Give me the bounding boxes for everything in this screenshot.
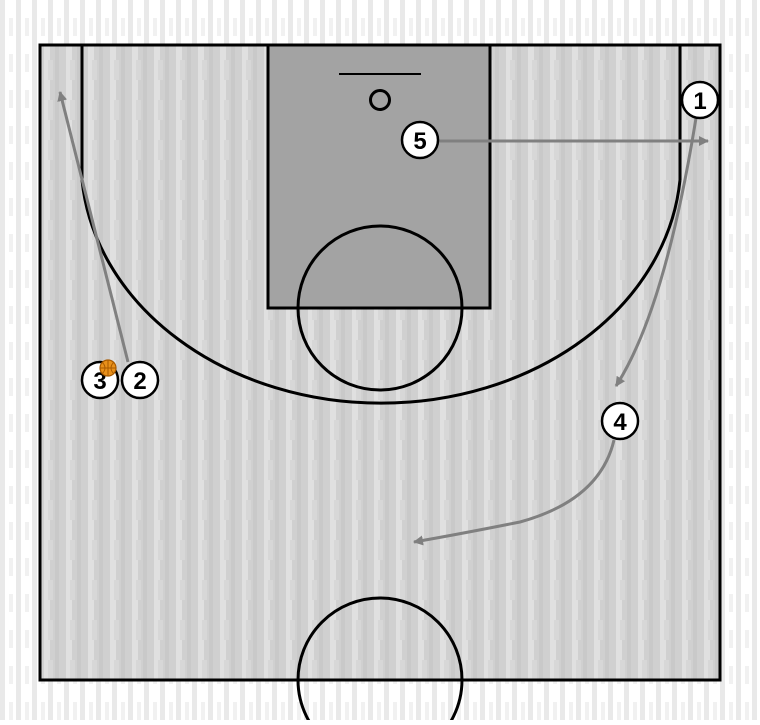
- cut-arrow-player-1: [614, 117, 698, 387]
- center-circle-bottom-right: [446, 679, 464, 725]
- cut-arrow-player-4: [413, 439, 616, 546]
- basketball-icon[interactable]: [99, 359, 117, 377]
- cut-arrow-player-2: [57, 91, 130, 363]
- player-1-marker[interactable]: 1: [680, 80, 720, 120]
- free-throw-circle: [296, 224, 464, 392]
- player-2-marker[interactable]: 2: [120, 360, 160, 400]
- player-circle-icon: [680, 80, 720, 120]
- hoop-icon: [369, 89, 391, 111]
- player-circle-icon: [400, 120, 440, 160]
- court-boundary: [38, 43, 722, 682]
- player-number: 1: [693, 88, 706, 115]
- player-number: 5: [413, 128, 426, 155]
- player-4-marker[interactable]: 4: [600, 401, 640, 441]
- player-number: 2: [133, 368, 146, 395]
- three-point-arc: [80, 179, 682, 405]
- player-5-marker[interactable]: 5: [400, 120, 440, 160]
- player-circle-icon: [120, 360, 160, 400]
- player-number: 4: [613, 409, 627, 436]
- center-circle-top: [296, 596, 464, 681]
- player-circle-icon: [600, 401, 640, 441]
- paint-key: [266, 43, 492, 310]
- center-circle-bottom-left: [296, 679, 314, 725]
